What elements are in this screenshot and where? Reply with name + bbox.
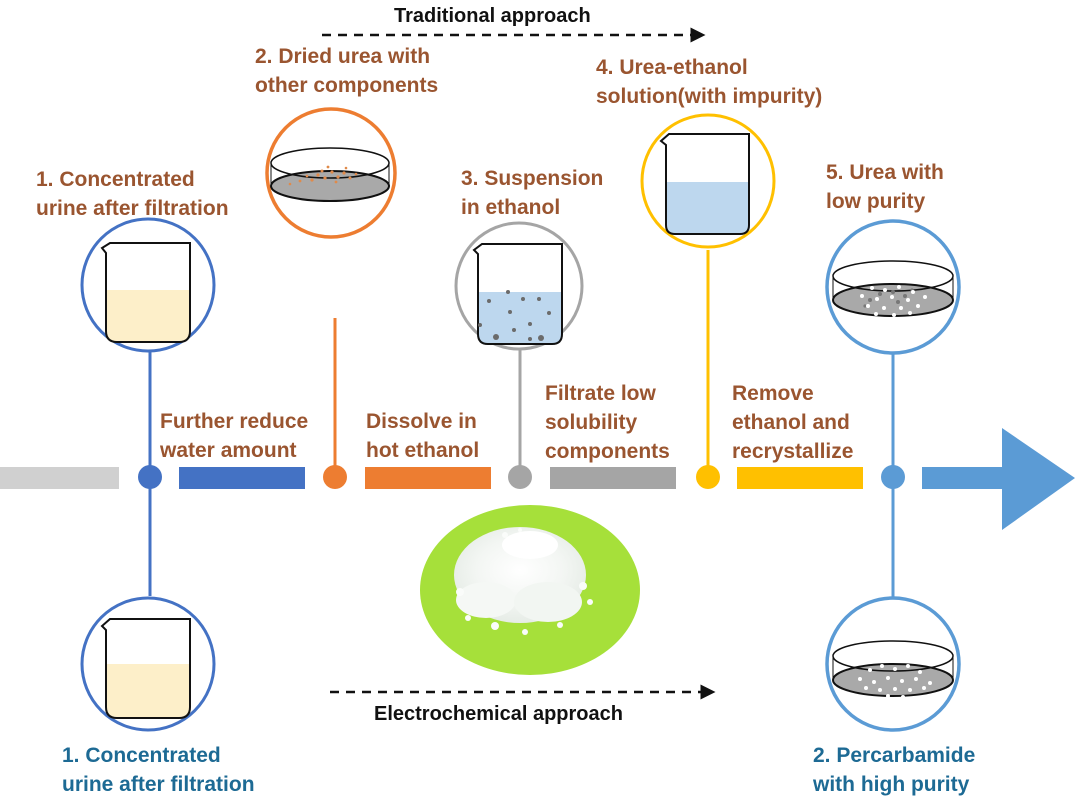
petri-dish-orange-icon bbox=[265, 107, 397, 239]
step-2-label-line1: Dissolve in bbox=[366, 410, 477, 433]
step-1-label: Further reduce water amount bbox=[160, 407, 308, 465]
stage-3-label-line2: in ethanol bbox=[461, 196, 561, 219]
petri-dish-low-purity-icon bbox=[825, 219, 961, 355]
stage-4-label: 4. Urea-ethanol solution(with impurity) bbox=[596, 53, 822, 111]
stage-2-label-line2: other components bbox=[255, 74, 439, 97]
stage-4-label-line2: solution(with impurity) bbox=[596, 85, 823, 108]
stage-5-label-line1: 5. Urea with bbox=[826, 161, 944, 184]
step-4-label-line3: recrystallize bbox=[732, 440, 854, 463]
step-bar-3 bbox=[550, 467, 676, 489]
node-1 bbox=[138, 465, 162, 489]
electro-stage-1-label-line2: urine after filtration bbox=[62, 773, 255, 796]
beaker-suspension-icon bbox=[454, 221, 584, 351]
step-bar-2 bbox=[365, 467, 491, 489]
petri-dish-high-purity-icon bbox=[825, 596, 961, 732]
white-powder-photo bbox=[420, 505, 640, 675]
timeline-arrow-icon bbox=[922, 428, 1075, 530]
step-bar-4 bbox=[737, 467, 863, 489]
electro-stage-2-label: 2. Percarbamide with high purity bbox=[813, 741, 975, 799]
step-1-label-line2: water amount bbox=[160, 439, 297, 462]
electro-stage-1-label: 1. Concentrated urine after filtration bbox=[62, 741, 255, 799]
step-3-label-line1: Filtrate low bbox=[545, 382, 656, 405]
step-1-label-line1: Further reduce bbox=[160, 410, 309, 433]
node-2 bbox=[323, 465, 347, 489]
beaker-urine-icon bbox=[80, 217, 216, 353]
beaker-solution-icon bbox=[640, 113, 776, 249]
step-bar-1 bbox=[179, 467, 305, 489]
step-2-label-line2: hot ethanol bbox=[366, 439, 480, 462]
step-4-label-line1: Remove bbox=[732, 382, 814, 405]
step-3-label-line2: solubility bbox=[545, 411, 638, 434]
stage-5-label-line2: low purity bbox=[826, 190, 926, 213]
electro-stage-2-label-line2: with high purity bbox=[813, 773, 970, 796]
stage-2-label: 2. Dried urea with other components bbox=[255, 42, 438, 100]
electrochemical-approach-heading: Electrochemical approach bbox=[374, 703, 623, 725]
stage-2-label-line1: 2. Dried urea with bbox=[255, 45, 431, 68]
node-4 bbox=[696, 465, 720, 489]
step-2-label: Dissolve in hot ethanol bbox=[366, 407, 479, 465]
step-3-label: Filtrate low solubility components bbox=[545, 379, 670, 466]
stage-4-label-line1: 4. Urea-ethanol bbox=[596, 56, 748, 79]
stage-1-label: 1. Concentrated urine after filtration bbox=[36, 165, 229, 223]
node-5 bbox=[881, 465, 905, 489]
beaker-urine-bottom-icon bbox=[80, 596, 216, 732]
step-4-label-line2: ethanol and bbox=[732, 411, 850, 434]
node-3 bbox=[508, 465, 532, 489]
electro-stage-1-label-line1: 1. Concentrated bbox=[62, 744, 221, 767]
timeline-start-bar bbox=[0, 467, 119, 489]
stage-1-label-line2: urine after filtration bbox=[36, 197, 229, 220]
stage-3-label-line1: 3. Suspension bbox=[461, 167, 604, 190]
stage-1-label-line1: 1. Concentrated bbox=[36, 168, 195, 191]
traditional-approach-heading: Traditional approach bbox=[394, 5, 591, 27]
step-3-label-line3: components bbox=[545, 440, 670, 463]
electro-stage-2-label-line1: 2. Percarbamide bbox=[813, 744, 976, 767]
step-4-label: Remove ethanol and recrystallize bbox=[732, 379, 853, 466]
stage-5-label: 5. Urea with low purity bbox=[826, 158, 944, 216]
stage-3-label: 3. Suspension in ethanol bbox=[461, 164, 603, 222]
